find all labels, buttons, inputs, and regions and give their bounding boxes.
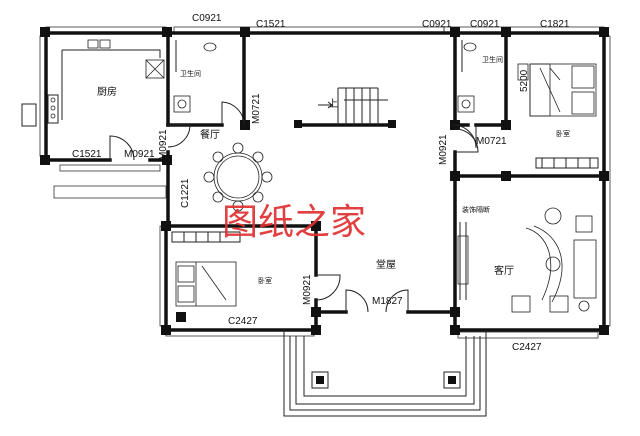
- wardrobes: [171, 157, 599, 243]
- doors: [109, 101, 479, 313]
- living-furniture: [457, 207, 597, 313]
- walls: [44, 31, 606, 332]
- room-bedroom-left: 卧室: [258, 276, 272, 285]
- label-m1827: M1827: [372, 296, 403, 307]
- label-m0921-dining: M0921: [158, 129, 169, 160]
- label-c1821: C1821: [540, 19, 570, 30]
- bath-left-fixtures: [173, 40, 217, 113]
- room-bath-left: 卫生间: [180, 69, 201, 78]
- kitchen-counter: [61, 39, 165, 120]
- label-c0921-a: C0921: [192, 13, 222, 24]
- bed-left: [175, 261, 237, 322]
- room-living: 客厅: [494, 264, 514, 277]
- label-stairs-up: 上: [328, 98, 338, 110]
- label-m0921-right: M0921: [438, 134, 449, 165]
- bath-right-fixtures: [457, 40, 477, 113]
- label-c1521-kitchen: C1521: [72, 149, 102, 160]
- bed-right: [517, 63, 597, 117]
- watermark-text: 图纸之家: [222, 202, 366, 243]
- front-porch: [283, 330, 487, 417]
- label-c0921-b: C0921: [422, 19, 452, 30]
- stairs: [318, 87, 388, 125]
- label-m0721-right: M0721: [476, 136, 507, 147]
- room-hall: 堂屋: [376, 259, 396, 271]
- label-m0921-kitchen: M0921: [124, 149, 155, 160]
- label-c0921-c: C0921: [470, 19, 500, 30]
- side-features: [21, 94, 59, 127]
- dining-table: [203, 142, 273, 212]
- columns: [40, 27, 609, 335]
- room-bath-right: 卫生间: [482, 55, 503, 64]
- label-tv-wall: 装饰隔断: [462, 205, 490, 214]
- plan-labels: C0921 C1521 C0921 C0921 C1821 C1521 M092…: [72, 13, 570, 353]
- room-bedroom-right: 卧室: [556, 129, 570, 138]
- label-m0921-bed: M0921: [302, 274, 313, 305]
- room-dining: 餐厅: [200, 128, 220, 141]
- room-kitchen: 厨房: [97, 85, 117, 98]
- label-c1221: C1221: [180, 178, 191, 208]
- label-c1521-top: C1521: [256, 19, 286, 30]
- label-m0721-left: M0721: [251, 93, 262, 124]
- label-c2427-left: C2427: [228, 316, 258, 327]
- label-c2427-right: C2427: [512, 342, 542, 353]
- label-bed-dim: 5200: [519, 69, 530, 92]
